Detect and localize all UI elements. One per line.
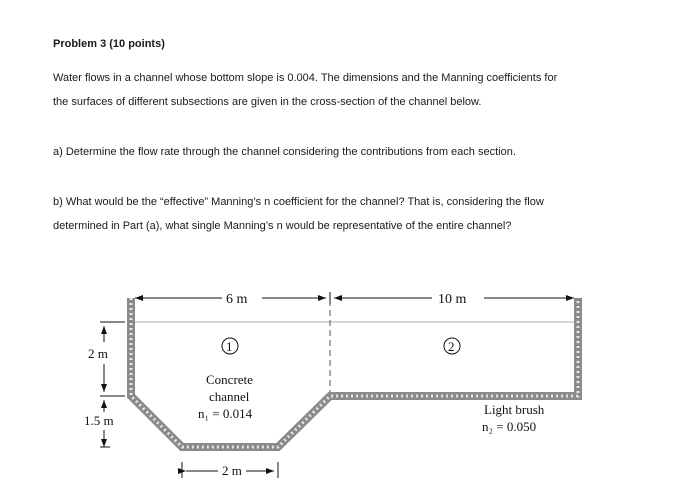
problem-title: Problem 3 (10 points)	[53, 38, 165, 50]
problem-intro-line-2: the surfaces of different subsections ar…	[53, 96, 482, 108]
channel-boundary-inner	[129, 298, 580, 449]
section2-number: 2	[448, 339, 455, 354]
part-b-question-line-2: determined in Part (a), what single Mann…	[53, 220, 512, 232]
width-label-section2: 10 m	[438, 292, 467, 307]
section2-material: Light brush	[484, 402, 545, 417]
section2-manning-n: n₂ = 0.050	[482, 419, 536, 434]
height-label-upper: 2 m	[88, 346, 108, 361]
bottom-width-label: 2 m	[222, 463, 242, 478]
section1-material-line2: channel	[209, 389, 250, 404]
section1-material-line1: Concrete	[206, 372, 253, 387]
section1-number: 1	[226, 339, 233, 354]
section1-marker	[221, 337, 239, 355]
section1-manning-n: n₁ = 0.014	[198, 406, 253, 421]
section2-marker	[443, 337, 461, 355]
width-label-section1: 6 m	[226, 292, 248, 307]
problem-intro-line-1: Water flows in a channel whose bottom sl…	[53, 72, 558, 84]
part-b-question-line-1: b) What would be the “effective” Manning…	[53, 196, 544, 208]
part-a-question: a) Determine the flow rate through the c…	[53, 146, 516, 158]
height-label-lower: 1.5 m	[84, 413, 114, 428]
